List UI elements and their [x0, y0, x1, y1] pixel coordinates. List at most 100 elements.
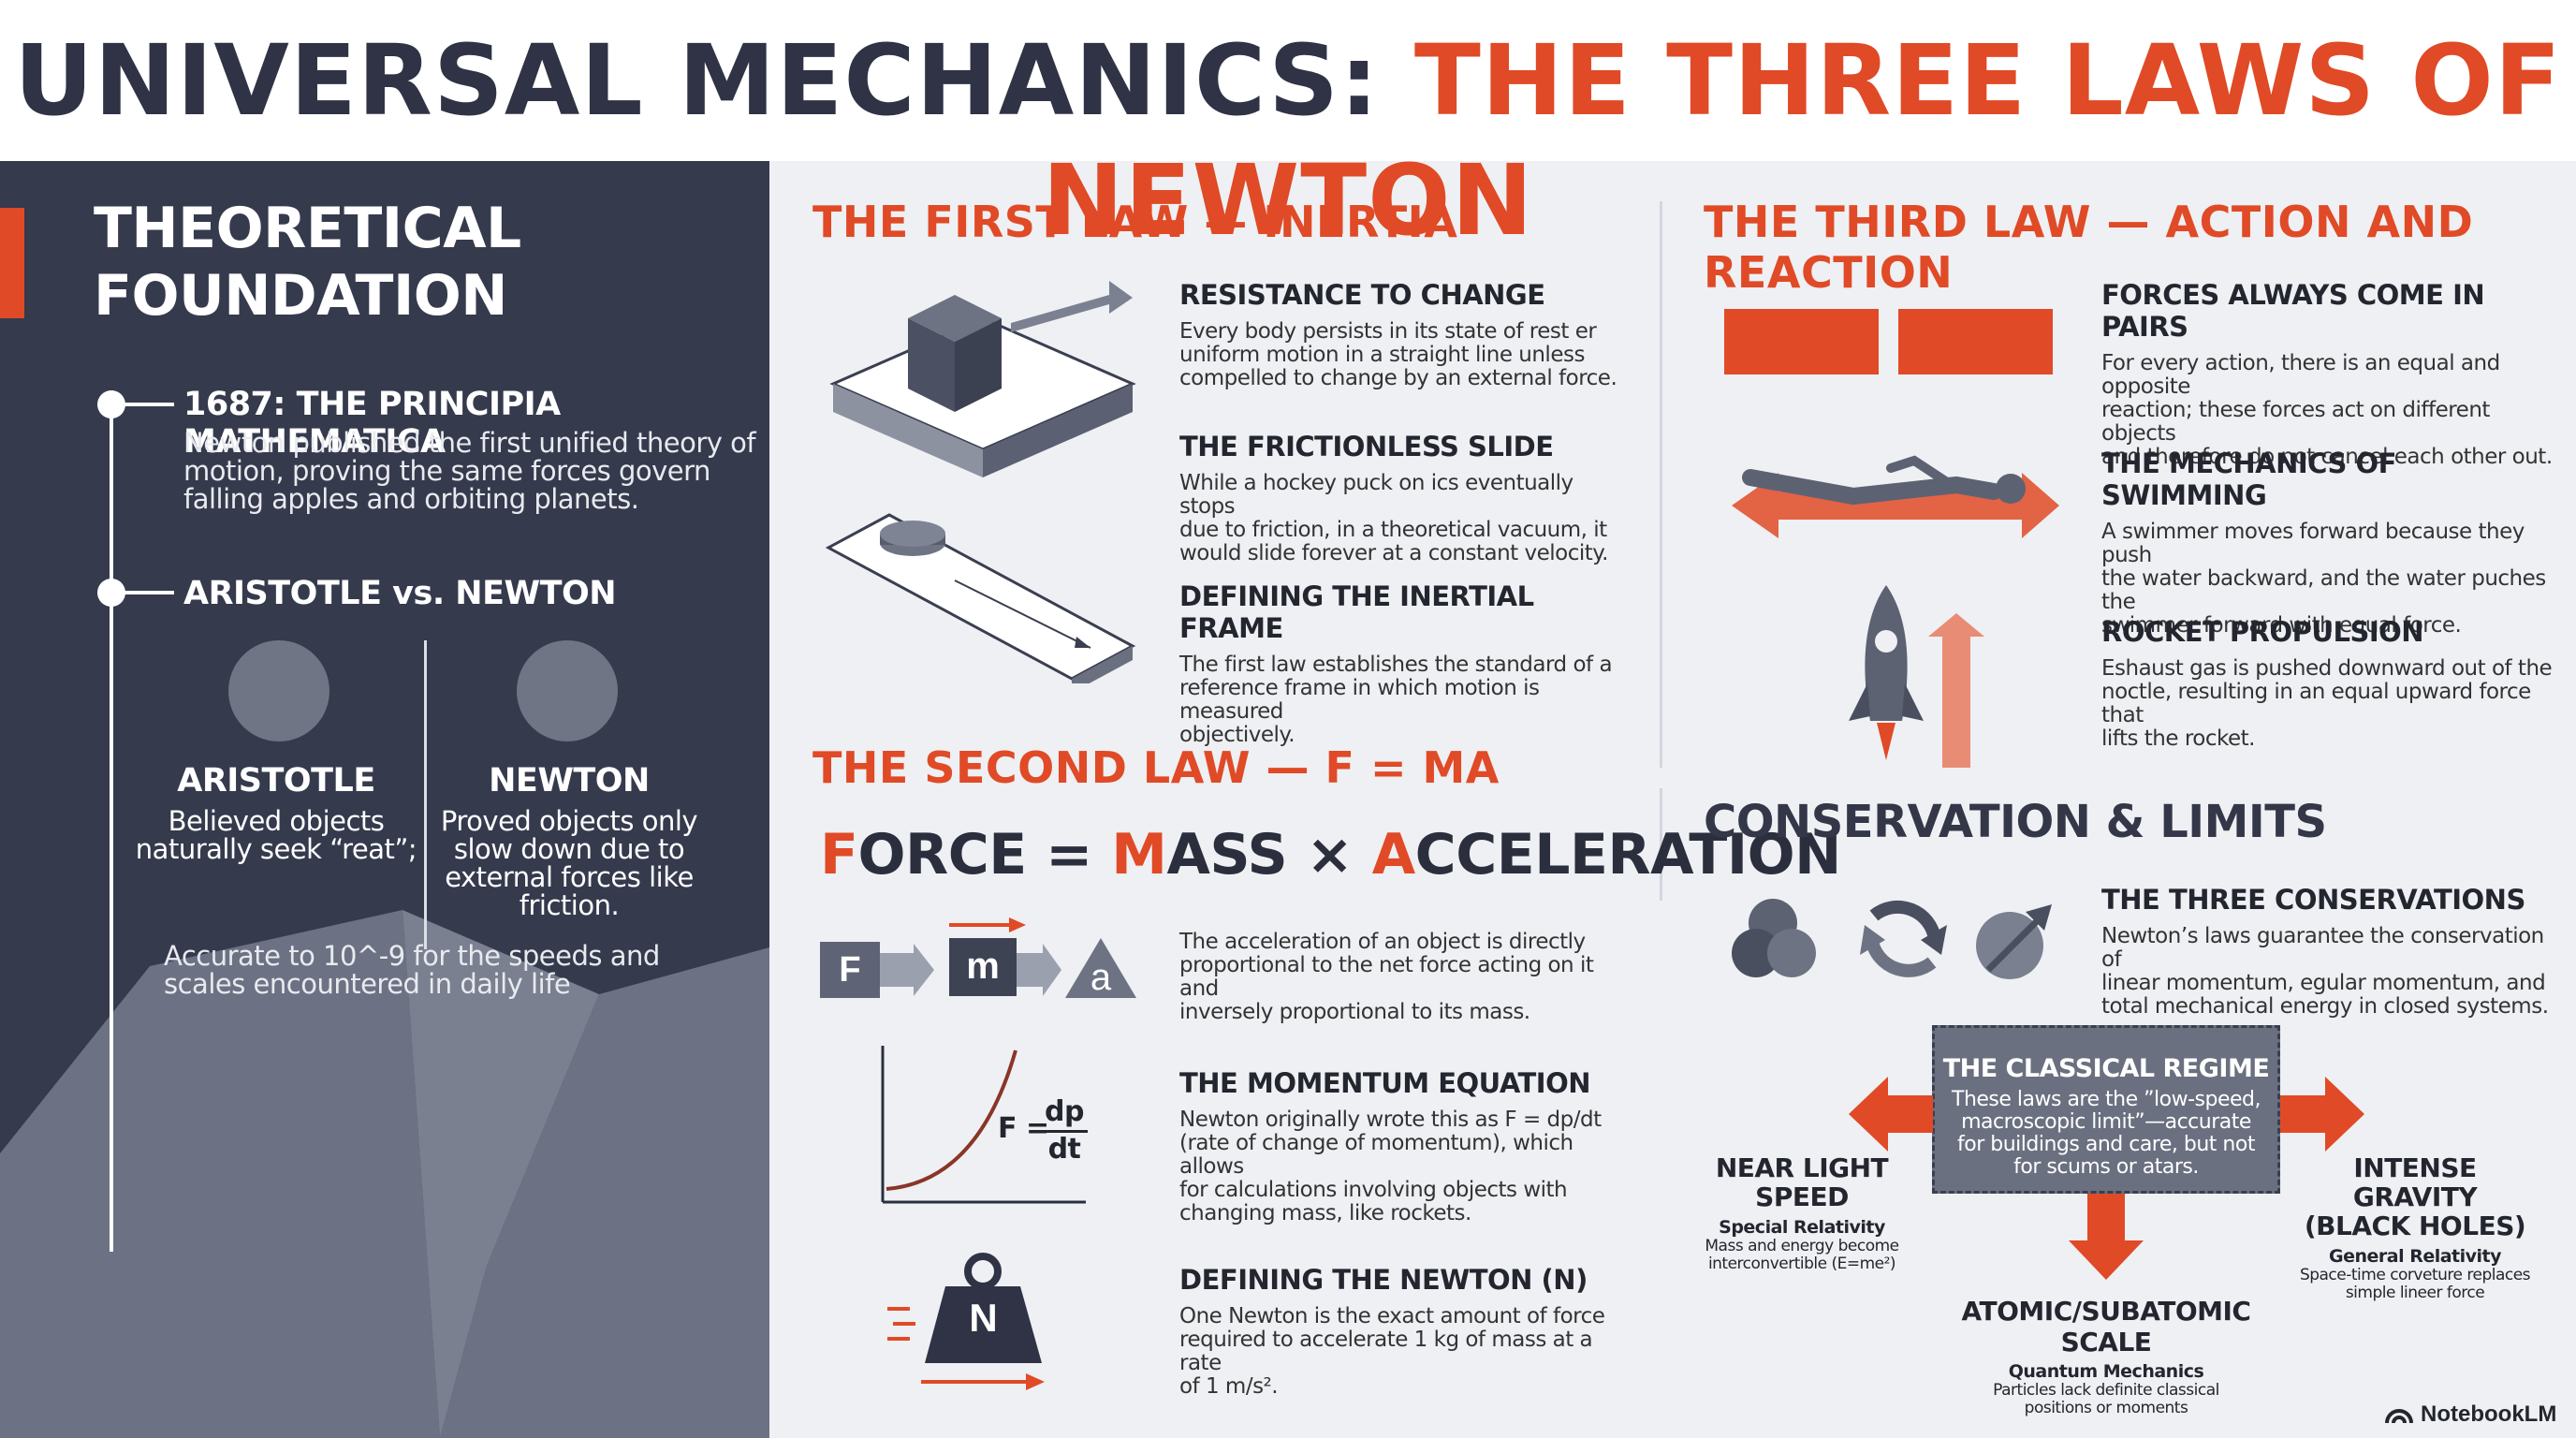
conservation-icons: [1732, 899, 2052, 979]
limit-line: positions or moments: [2024, 1399, 2188, 1417]
left-heading: THEORETICAL FOUNDATION: [94, 195, 521, 330]
regime-line: for scums or atars.: [2013, 1155, 2199, 1179]
item-line: The first law establishes the standard o…: [1179, 653, 1613, 677]
item-body: Newton originally wrote this as F = dp/d…: [1179, 1108, 1638, 1225]
fma-m-label: m: [966, 946, 1000, 987]
item-line: of 1 m/s².: [1179, 1374, 1279, 1399]
item-line: for calculations involving objects with: [1179, 1178, 1568, 1202]
timeline-title-2: ARISTOTLE vs. NEWTON: [183, 575, 617, 612]
formula-a: A: [1371, 822, 1415, 888]
item-line: Newton’s laws guarantee the conservation…: [2101, 924, 2544, 972]
timeline-connector-2: [122, 591, 174, 594]
first-law-heading: THE FIRST LAW — INERTIA: [812, 197, 1458, 247]
limit-subtitle: Quantum Mechanics: [2008, 1361, 2204, 1382]
aristotle-line: naturally seek “reat”;: [135, 833, 417, 865]
column-divider: [1660, 788, 1662, 901]
item-body: For every action, there is an equal and …: [2101, 352, 2560, 469]
header-bar: [0, 0, 2576, 161]
limit-title: SPEED: [1755, 1181, 1849, 1212]
newton-name: NEWTON: [489, 762, 650, 800]
item-body: Newton’s laws guarantee the conservation…: [2101, 925, 2560, 1019]
item-body: Eshaust gas is pushed downward out of th…: [2101, 657, 2560, 751]
third-law-item-1: FORCES ALWAYS COME IN PAIRS For every ac…: [2101, 279, 2560, 469]
fma-a-label: a: [1090, 957, 1112, 998]
limit-title: (BLACK HOLES): [2304, 1211, 2526, 1241]
atomic-scale-block: ATOMIC/SUBATOMIC SCALE Quantum Mechanics…: [1938, 1296, 2275, 1417]
force-pair-block-left: [1724, 309, 1879, 374]
comparison-divider: [424, 640, 427, 949]
item-title: ROCKET PROPULSION: [2101, 616, 2424, 648]
item-line: inversely proportional to its mass.: [1179, 1000, 1530, 1024]
item-title: THE THREE CONSERVATIONS: [2101, 884, 2525, 916]
limit-line: interconvertible (E=mе²): [1707, 1255, 1896, 1273]
notebooklm-logo-icon: [2385, 1409, 2413, 1424]
three-conservations-item: THE THREE CONSERVATIONS Newton’s laws gu…: [2101, 884, 2560, 1019]
fma-description: The acceleration of an object is directl…: [1179, 931, 1638, 1024]
newton-line: friction.: [519, 889, 620, 921]
item-line: and therefore do not cancel each other o…: [2101, 445, 2553, 469]
intense-gravity-block: INTENSE GRAVITY (BLACK HOLES) General Re…: [2293, 1153, 2537, 1302]
formula-text: FORCE = MASS × ACCELERATION: [820, 822, 1841, 888]
item-body: While a hockey puck on ics eventually st…: [1179, 472, 1629, 565]
timeline-body-1-line: motion, proving the same forces govern: [183, 455, 710, 487]
newton-block: NEWTON Proved objects only slow down due…: [429, 762, 710, 919]
left-limit-arrow-icon: [1849, 1077, 1933, 1152]
item-line: For every action, there is an equal and …: [2101, 351, 2500, 399]
force-pair-block-right: [1898, 309, 2053, 374]
item-line: total mechanical energy in closed system…: [2101, 994, 2549, 1019]
item-line: changing mass, like rockets.: [1179, 1201, 1471, 1225]
second-law-heading: THE SECOND LAW — F = MA: [812, 742, 1500, 793]
limit-title: ATOMIC/SUBATOMIC SCALE: [1961, 1296, 2251, 1357]
conservation-heading: CONSERVATION & LIMITS: [1704, 796, 2327, 848]
hockey-puck-illustration: [825, 513, 1136, 683]
item-body: The first law establishes the standard o…: [1179, 653, 1629, 747]
item-line: compelled to change by an external force…: [1179, 366, 1617, 390]
brand-logo: NotebookLM: [2385, 1401, 2556, 1429]
left-heading-line1: THEORETICAL: [94, 196, 521, 261]
accent-bar: [0, 208, 24, 318]
first-law-item-1: RESISTANCE TO CHANGE Every body persists…: [1179, 279, 1629, 390]
third-law-heading: THE THIRD LAW — ACTION AND REACTION: [1704, 197, 2474, 298]
fma-arrows: [820, 938, 1136, 998]
accuracy-line: Accurate to 10^-9 for the speeds and: [164, 940, 660, 972]
newton-unit-item: DEFINING THE NEWTON (N) One Newton is th…: [1179, 1264, 1638, 1399]
item-title: DEFINING THE NEWTON (N): [1179, 1264, 1588, 1296]
classical-regime-box: THE CLASSICAL REGIME These laws are the …: [1932, 1025, 2280, 1194]
newton-weight-label: N: [969, 1296, 998, 1340]
force-arrow-icon: [949, 917, 1026, 932]
item-line: noctle, resulting in an equal upward for…: [2101, 680, 2531, 727]
timeline-body-1-line: falling apples and orbiting planets.: [183, 483, 639, 515]
limit-line: Space-time corveture replaces: [2299, 1266, 2531, 1284]
newton-line: Proved objects only: [440, 805, 698, 837]
item-line: While a hockey puck on ics eventually st…: [1179, 471, 1573, 519]
item-line: One Newton is the exact amount of force: [1179, 1304, 1605, 1328]
item-line: A swimmer moves forward because they pus…: [2101, 520, 2525, 567]
left-heading-line2: FOUNDATION: [94, 263, 507, 329]
momentum-fraction: dp dt: [1041, 1095, 1088, 1166]
aristotle-line: Believed objects: [168, 805, 385, 837]
item-line: reaction; these forces act on different …: [2101, 398, 2490, 446]
inertia-block-illustration: [829, 281, 1136, 477]
aristotle-portrait: [228, 640, 329, 741]
limit-line: Particles lack definite classical: [1993, 1381, 2219, 1400]
timeline-line: [110, 390, 113, 1252]
item-line: linear momentum, egular momentum, and: [2101, 971, 2546, 995]
rocket-illustration: [1849, 585, 1984, 768]
formula-part: CCELERATION: [1414, 822, 1842, 888]
aristotle-name: ARISTOTLE: [177, 762, 375, 800]
accuracy-note: Accurate to 10^-9 for the speeds and sca…: [164, 942, 688, 998]
momentum-eq-numerator: dp: [1045, 1095, 1084, 1128]
third-law-item-3: ROCKET PROPULSION Eshaust gas is pushed …: [2101, 616, 2560, 751]
accuracy-line: scales encountered in daily life: [164, 968, 571, 1000]
item-body: A swimmer moves forward because they pus…: [2101, 521, 2560, 638]
item-line: the water backward, and the water puches…: [2101, 566, 2546, 614]
timeline-dot-2: [97, 579, 125, 607]
right-limit-arrow-icon: [2280, 1077, 2364, 1152]
momentum-eq-f: F =: [998, 1112, 1049, 1145]
limit-line: Mass and energy become: [1705, 1237, 1899, 1255]
newton-line: external forces like: [445, 861, 694, 893]
item-title: RESISTANCE TO CHANGE: [1179, 279, 1545, 311]
title-part-dark: UNIVERSAL MECHANICS:: [14, 23, 1414, 138]
regime-title: THE CLASSICAL REGIME: [1942, 1054, 2270, 1083]
limit-title: NEAR LIGHT: [1715, 1152, 1889, 1183]
